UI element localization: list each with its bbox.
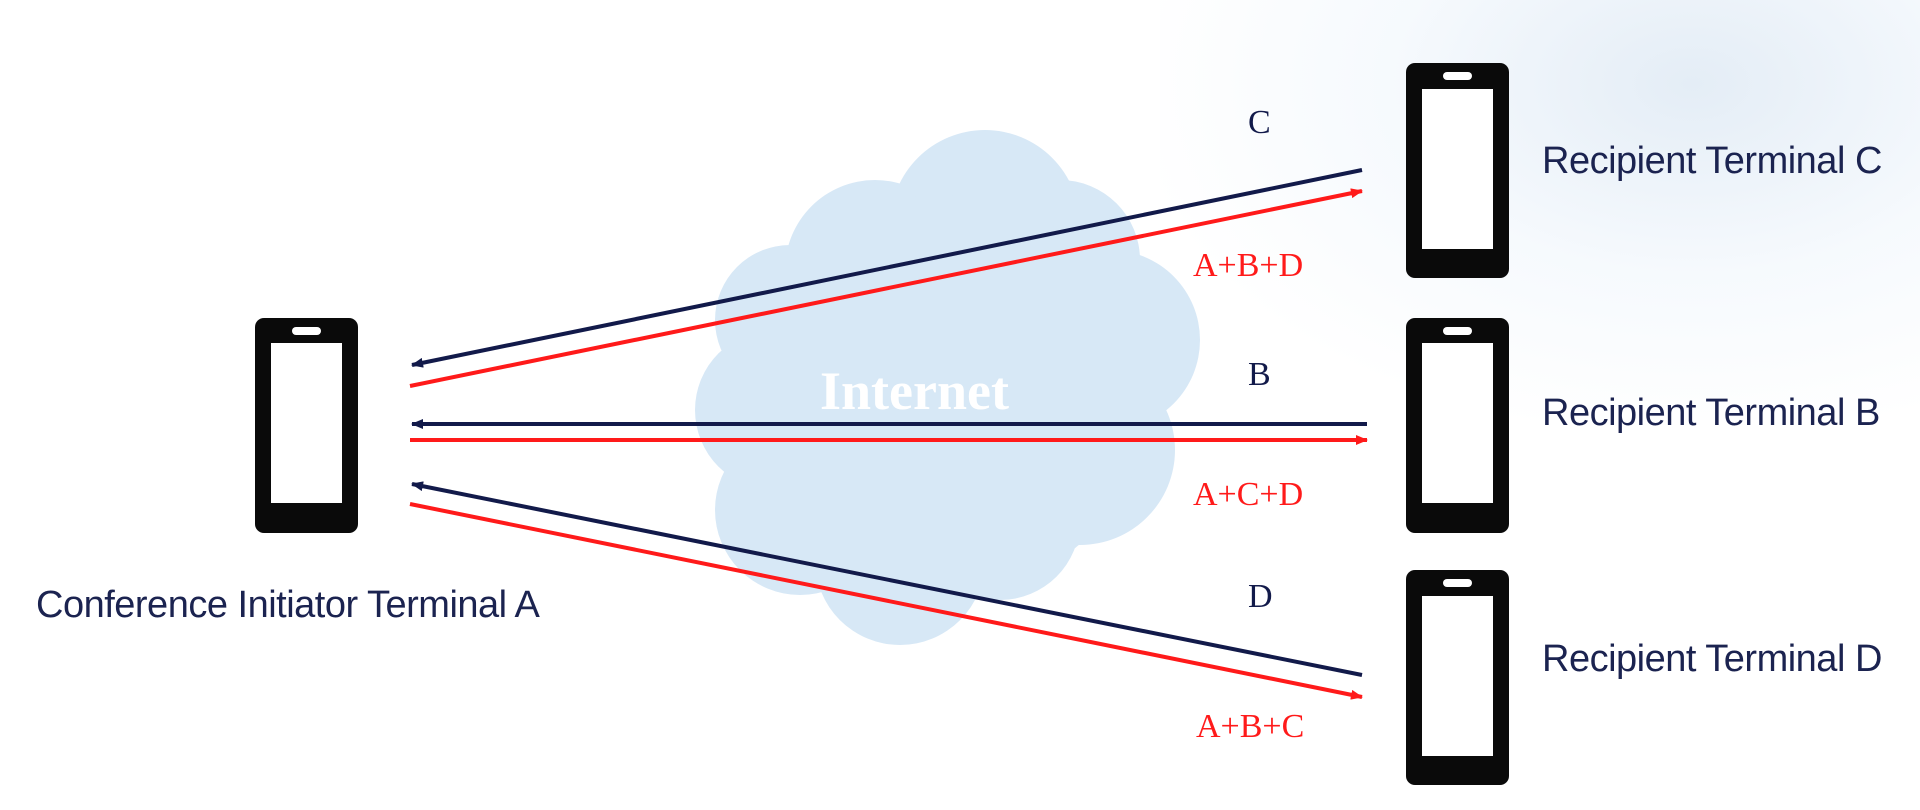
recipient-b-label: Recipient Terminal B: [1542, 392, 1880, 434]
recipient-d-label: Recipient Terminal D: [1542, 638, 1882, 680]
uplink-arrow-d: [411, 481, 1363, 677]
terminal-c-smartphone-icon: [1406, 63, 1509, 278]
downlink-label-d: A+B+C: [1196, 708, 1305, 745]
recipient-c-label: Recipient Terminal C: [1542, 140, 1882, 182]
uplink-label-b: B: [1248, 356, 1271, 393]
downlink-arrow-d: [409, 502, 1363, 700]
background-haze: [1160, 0, 1920, 420]
uplink-label-d: D: [1248, 578, 1273, 615]
downlink-label-b: A+C+D: [1193, 476, 1304, 513]
uplink-arrow-c: [411, 168, 1363, 368]
terminal-d-smartphone-icon: [1406, 570, 1509, 785]
terminal-a-smartphone-icon: [255, 318, 358, 533]
downlink-arrow-c: [409, 188, 1363, 388]
downlink-label-c: A+B+D: [1193, 247, 1304, 284]
initiator-label: Conference Initiator Terminal A: [36, 584, 540, 626]
internet-label: Internet: [820, 361, 1009, 421]
internet-cloud-icon: [695, 130, 1200, 645]
uplink-label-c: C: [1248, 104, 1271, 141]
terminal-b-smartphone-icon: [1406, 318, 1509, 533]
